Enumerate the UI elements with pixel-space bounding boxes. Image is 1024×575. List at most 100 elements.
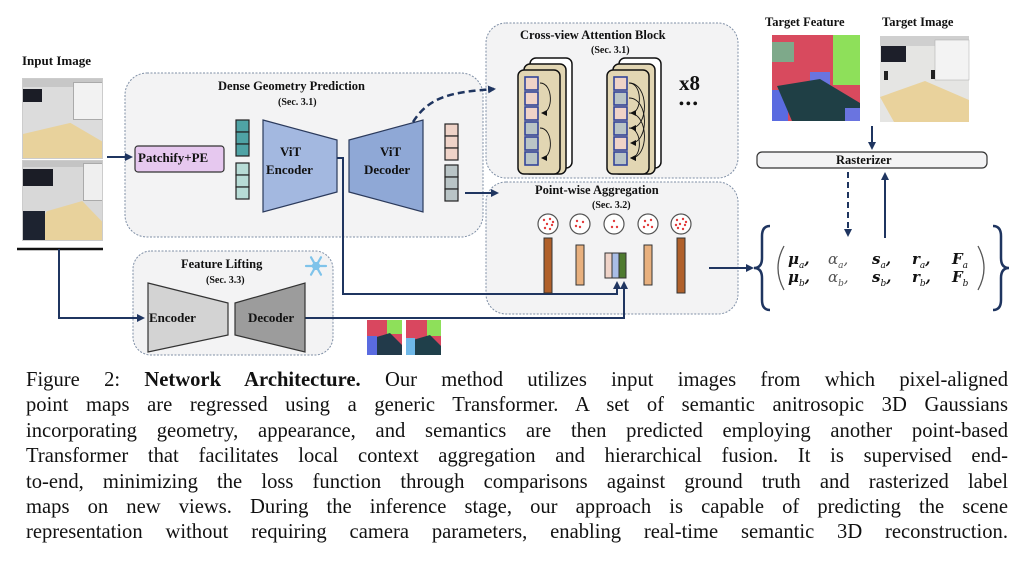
caption-line: Transformer that facilitates local conte… <box>26 445 1008 468</box>
attention-arc <box>628 82 645 131</box>
vit-encoder-label-2: Encoder <box>266 162 313 177</box>
arrow-encoder-skip <box>337 157 621 295</box>
point-dot <box>615 225 619 229</box>
param-4: Fa <box>952 250 969 271</box>
point-dot <box>681 227 685 231</box>
point-dot <box>649 218 653 222</box>
ellipsis: ••• <box>679 97 700 112</box>
param-2: sb, <box>872 268 892 289</box>
point-dot <box>610 225 614 229</box>
attention-token <box>524 121 539 136</box>
lifting-decoder-shape <box>234 282 306 353</box>
input-image-label: Input Image <box>22 53 91 68</box>
gaussian-params-matrix: μa,αa,sa,ra,Fa μb,αb,sb,rb,Fb <box>788 250 982 289</box>
caption-line: Figure 2: Network Architecture. Our meth… <box>26 368 1008 393</box>
lifting-encoder-shape <box>147 282 229 353</box>
token <box>235 162 250 176</box>
point-wise-title: Point-wise Aggregation <box>535 183 659 197</box>
architecture-figure: Input Image Dense Geometry Prediction (S… <box>17 15 1010 356</box>
feature-bar <box>575 244 585 286</box>
attention-token <box>613 121 628 136</box>
feature-bar <box>618 252 627 279</box>
token <box>444 135 459 149</box>
attention-token <box>613 151 628 166</box>
arrow-decoder-to-crossview <box>411 85 496 123</box>
caption-bold-title: Network Architecture. <box>144 369 361 391</box>
attention-token <box>524 91 539 106</box>
point-dot <box>650 225 654 229</box>
aggregation-items <box>537 213 692 294</box>
feature-lifting-section: (Sec. 3.3) <box>206 275 245 286</box>
lifted-feature-thumbnails <box>367 320 441 355</box>
caption-line: representation without requiring camera … <box>26 521 1008 544</box>
feature-bar <box>604 252 613 279</box>
attention-arc <box>539 82 551 116</box>
point-dot <box>578 225 582 229</box>
right-brace <box>992 224 1010 312</box>
attention-token <box>524 151 539 166</box>
target-image-label: Target Image <box>882 15 954 29</box>
params-row-b: μb,αb,sb,rb,Fb <box>788 268 982 289</box>
point-dot <box>551 220 555 224</box>
point-dot <box>646 223 650 227</box>
target-feature-image <box>772 35 860 121</box>
dense-geometry-title: Dense Geometry Prediction <box>218 79 365 93</box>
caption-line-text: Our method utilizes input images from wh… <box>360 369 1009 391</box>
attention-token <box>524 106 539 121</box>
point-dot <box>684 220 688 224</box>
caption-line: incorporating geometry, appearance, and … <box>26 419 1008 442</box>
point-wise-section: (Sec. 3.2) <box>592 200 631 211</box>
token <box>444 164 459 178</box>
attention-token <box>613 106 628 121</box>
point-dot <box>676 226 680 230</box>
target-feature-label: Target Feature <box>765 15 845 29</box>
token <box>444 176 459 190</box>
target-image <box>880 36 970 122</box>
left-brace <box>753 224 771 312</box>
vit-encoder-shape <box>262 119 338 213</box>
point-dot <box>612 219 616 223</box>
point-dot <box>548 217 552 221</box>
attention-stacks <box>517 57 662 175</box>
cross-view-section: (Sec. 3.1) <box>591 45 630 56</box>
attention-arc <box>628 97 645 146</box>
dense-geometry-section: (Sec. 3.1) <box>278 97 317 108</box>
lifting-decoder-label: Decoder <box>248 310 295 325</box>
arrow-lifting-to-aggregation <box>302 281 628 319</box>
token <box>444 123 459 137</box>
cross-view-title: Cross-view Attention Block <box>520 28 666 42</box>
point-dot <box>678 222 682 226</box>
diagram-canvas <box>17 22 1010 356</box>
point-dot <box>550 223 554 227</box>
feature-bar <box>676 237 686 294</box>
caption-line: point maps are regressed using a generic… <box>26 394 1008 417</box>
right-paren <box>977 245 985 291</box>
point-dot <box>542 218 546 222</box>
point-cloud-circle <box>569 213 591 235</box>
param-1: αa, <box>828 250 849 271</box>
feature-bar <box>543 237 553 294</box>
token <box>235 174 250 188</box>
attention-arc <box>628 127 640 161</box>
caption-line: maps on new views. During the inference … <box>26 495 1008 518</box>
attention-token <box>613 91 628 106</box>
vit-decoder-label-2: Decoder <box>364 162 411 177</box>
point-dot <box>643 219 647 223</box>
param-2: sa, <box>872 250 892 271</box>
point-dot <box>581 220 585 224</box>
param-1: αb, <box>828 268 849 289</box>
token <box>235 131 250 145</box>
attention-token <box>524 76 539 91</box>
point-dot <box>574 224 578 228</box>
point-dot <box>548 227 552 231</box>
token <box>444 147 459 161</box>
lifting-encoder-label: Encoder <box>149 310 196 325</box>
param-0: μb, <box>788 268 810 289</box>
feature-lifting-title: Feature Lifting <box>181 257 263 271</box>
point-dot <box>543 226 547 230</box>
feature-bar <box>611 252 620 279</box>
input-tokens <box>235 119 250 200</box>
params-row-a: μa,αa,sa,ra,Fa <box>788 250 982 271</box>
feature-bar <box>643 244 653 286</box>
param-3: rb, <box>912 268 931 289</box>
